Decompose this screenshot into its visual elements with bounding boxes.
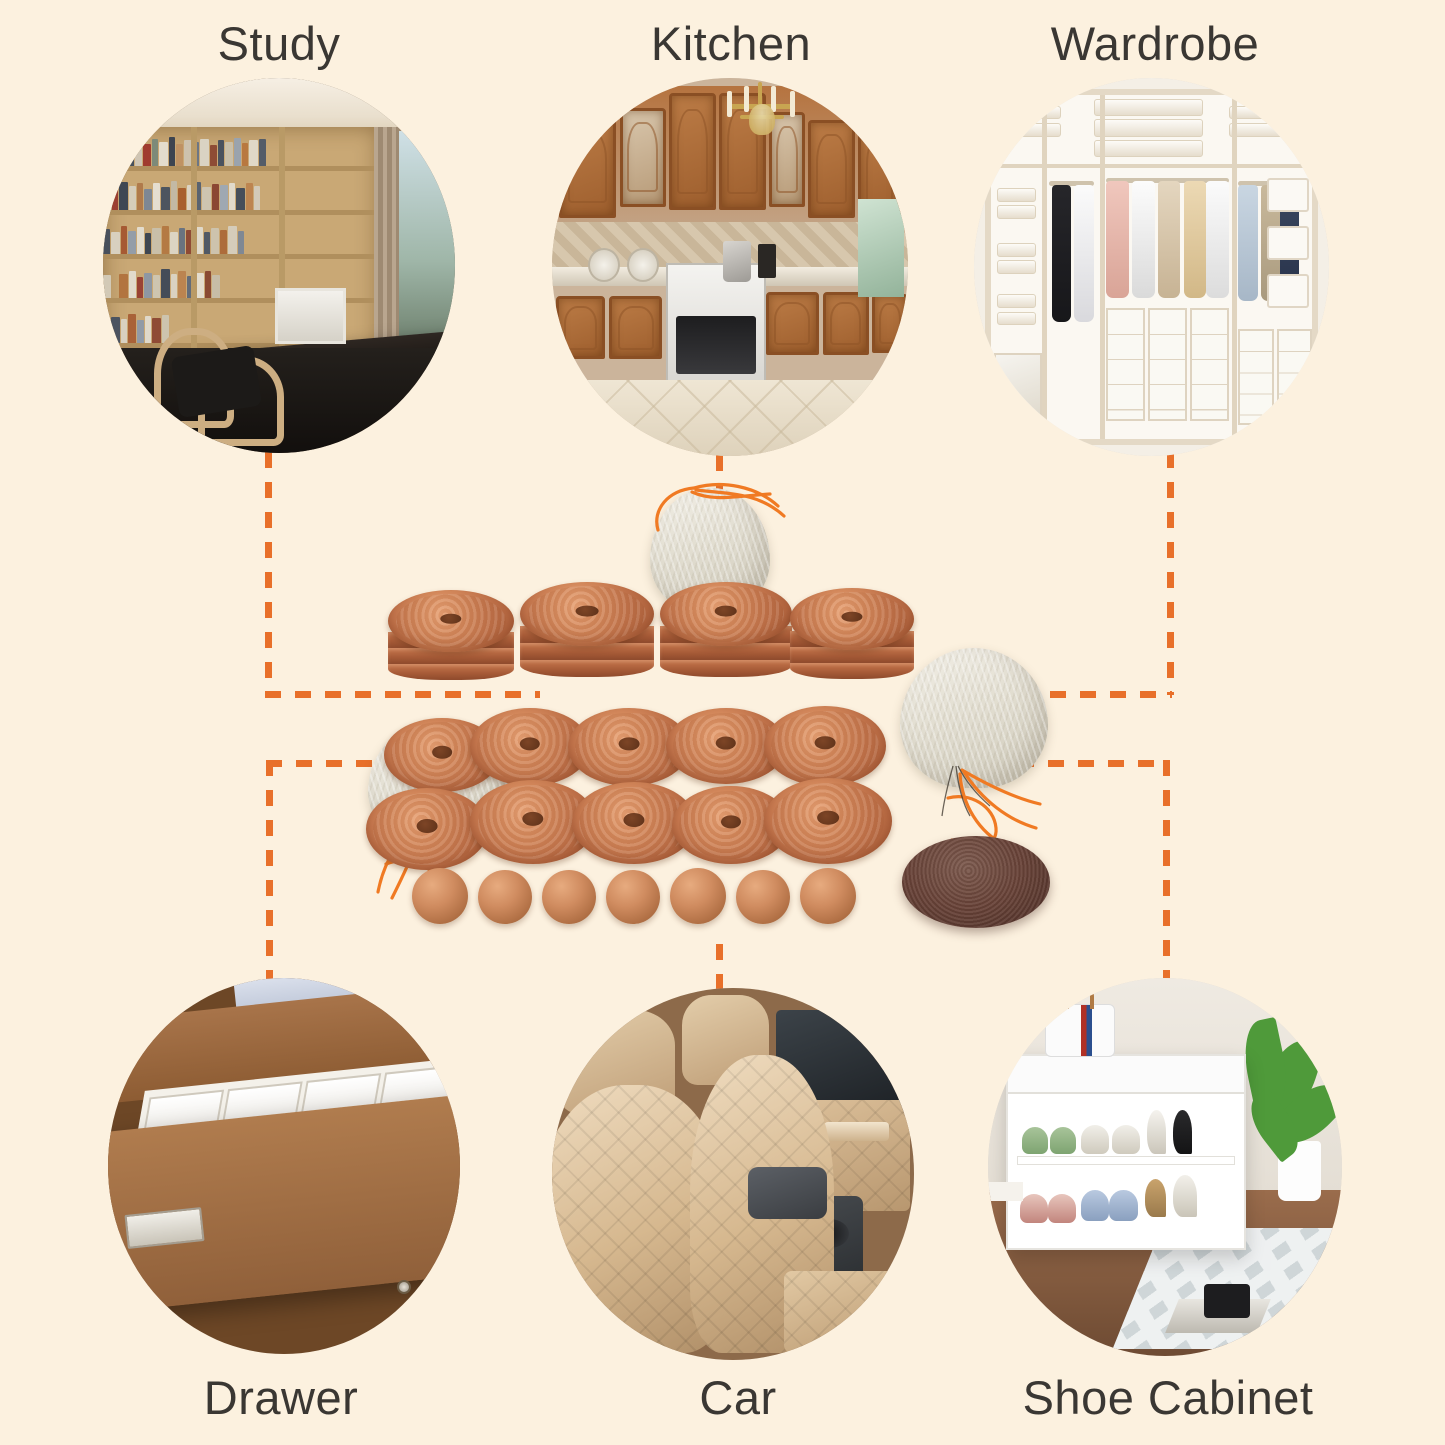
connector-wardrobe-horizontal	[1020, 691, 1172, 698]
kitchen-photo	[552, 78, 908, 456]
cedar-ball-5	[670, 868, 726, 924]
caption-kitchen: Kitchen	[650, 17, 812, 70]
connector-study-vertical	[265, 452, 272, 698]
connector-shoe-horizontal	[1018, 760, 1170, 767]
scene-wardrobe[interactable]	[974, 78, 1329, 456]
cedar-ring-r2-3	[572, 782, 696, 864]
wardrobe-photo	[974, 78, 1329, 456]
caption-wardrobe: Wardrobe	[1050, 17, 1260, 70]
scene-shoe-cabinet[interactable]	[988, 978, 1342, 1356]
drawer-photo	[108, 978, 460, 1354]
connector-shoe-vertical	[1163, 760, 1170, 990]
connector-car-vertical	[716, 944, 723, 990]
shoe-cabinet-photo	[988, 978, 1342, 1356]
cedar-ring-r2-2	[470, 780, 596, 864]
scene-kitchen[interactable]	[552, 78, 908, 456]
sack-top-drawstring	[655, 482, 786, 532]
product-photo	[360, 470, 1060, 960]
connector-study-horizontal	[265, 691, 540, 698]
caption-shoe-cabinet: Shoe Cabinet	[1022, 1371, 1314, 1424]
cedar-ball-6	[736, 870, 790, 924]
scene-car[interactable]	[552, 988, 914, 1360]
connector-drawer-horizontal	[266, 760, 434, 767]
muslin-sack-right	[900, 648, 1048, 788]
caption-study: Study	[217, 17, 341, 70]
caption-drawer: Drawer	[203, 1371, 359, 1424]
scene-drawer[interactable]	[108, 978, 460, 1354]
cedar-ball-7	[800, 868, 856, 924]
cedar-ball-2	[478, 870, 532, 924]
cedar-ring-stack-1	[388, 590, 514, 708]
cedar-ball-3	[542, 870, 596, 924]
car-photo	[552, 988, 914, 1360]
connector-drawer-vertical	[266, 760, 273, 990]
cedar-ring-stack-4	[790, 588, 914, 708]
scene-study[interactable]	[103, 78, 455, 453]
cedar-ring-r1-5	[764, 706, 886, 786]
cedar-ball-4	[606, 870, 660, 924]
cedar-ring-stack-2	[520, 582, 654, 708]
cedar-ball-1	[412, 868, 468, 924]
connector-wardrobe-vertical	[1167, 452, 1174, 695]
sanding-pad	[902, 836, 1050, 928]
sack-right-drawstring	[941, 765, 1042, 850]
cedar-ring-stack-3	[660, 582, 792, 708]
caption-car: Car	[699, 1371, 777, 1424]
cedar-ring-r2-1	[366, 788, 488, 870]
study-photo	[103, 78, 455, 453]
cedar-ring-r2-5	[764, 778, 892, 864]
